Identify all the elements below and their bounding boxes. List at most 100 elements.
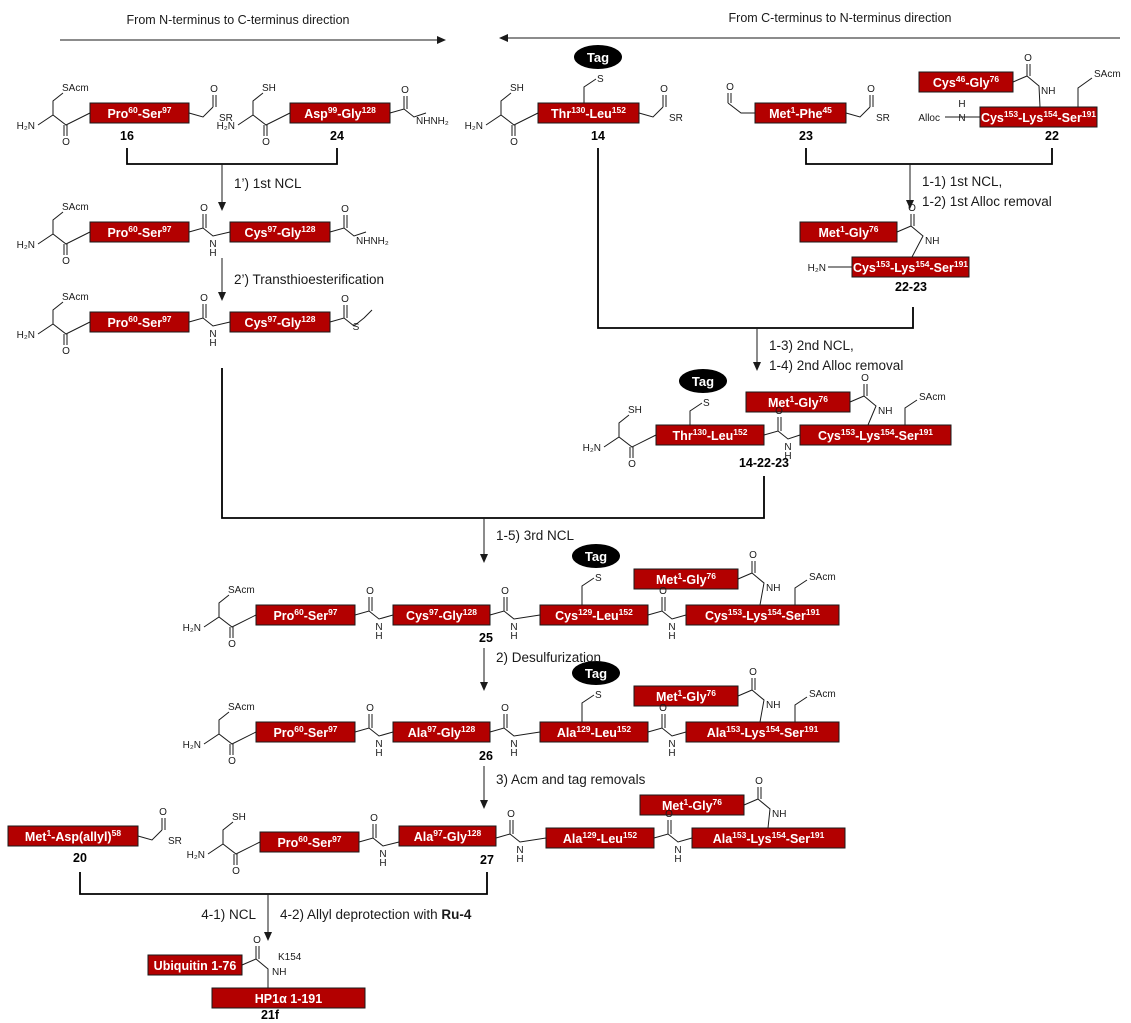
- cmpd22-23-branch-nh-text: NH: [925, 236, 939, 247]
- segment-25-pro-ser-b_n: 97: [328, 607, 338, 617]
- segment-25-pro-ser-b: -Ser: [304, 609, 328, 623]
- cmpd14-22-23-nterm-side-text: SH: [628, 405, 642, 416]
- segment-25-met-gly-a: Met: [656, 573, 678, 587]
- cmpd27-amide-2-bond: [495, 833, 547, 843]
- segment-26-ala-gly-label: Ala97-Gly128: [408, 724, 476, 740]
- cmpd14-22-23-amide-co: [777, 417, 782, 431]
- int-a-hydrazide: [329, 215, 367, 237]
- cmpd27-nterm-amine-text: H₂N: [187, 850, 205, 861]
- segment-21f-ubiquitin-label: Ubiquitin 1-76: [154, 959, 237, 973]
- cmpd16-thioester-o-text: O: [210, 84, 218, 95]
- cmpd26-amide-2-bond: [489, 727, 541, 737]
- cmpd25-amide-1-h-text: H: [375, 631, 382, 642]
- segment-27-ala-leu-b: -Leu: [597, 832, 623, 846]
- int-b-nterm-carbonyl: [63, 334, 68, 345]
- step-4-2-reagent: Ru-4: [441, 907, 471, 922]
- segment-26-pro-ser-b_n: 97: [328, 724, 338, 734]
- cmpd23-o-text: O: [726, 82, 734, 93]
- cmpd25-branch-nh: [751, 572, 765, 606]
- label-21f: 21f: [261, 1008, 280, 1022]
- cmpd27-branch-nh-text: NH: [772, 809, 786, 820]
- segment-27-ala-lys-ser-c: -Ser: [786, 832, 810, 846]
- cmpd16-nterm-sidechain: [52, 92, 64, 115]
- segment-25-cys-gly-b_n: 128: [463, 607, 477, 617]
- cmpd25-nterm-amine-text: H₂N: [183, 623, 201, 634]
- segment-25-pro-ser-a: Pro: [273, 609, 294, 623]
- cmpd14-thioester-co: [662, 95, 667, 107]
- cmpd22-n-text: N: [958, 113, 965, 124]
- cmpd27-amide-3-co: [667, 820, 672, 834]
- segment-26-ala-lys-ser-b_n: 154: [766, 724, 780, 734]
- cmpd27-branch-co: [743, 787, 762, 806]
- segment-14-22-23-cys-lys-ser-b_n: 154: [880, 427, 894, 437]
- cmpd26-amide-3-n-text: N: [668, 739, 675, 750]
- segment-25-cys-leu-b: -Leu: [592, 609, 618, 623]
- segment-27-pro-ser-a: Pro: [277, 836, 298, 850]
- cmpd22-23-branch-nh: [910, 225, 924, 258]
- segment-26-pro-ser-a_n: 60: [294, 724, 304, 734]
- cmpd25-amide-2-bond: [489, 610, 541, 620]
- cmpd25-nterm-backbone: [203, 614, 257, 628]
- cmpd24-hydrazide: [389, 96, 427, 118]
- cmpd16-thioester-sr-text: SR: [219, 113, 233, 124]
- segment-27-pro-ser-b: -Ser: [308, 836, 332, 850]
- int-b-nterm-oxygen-text: O: [62, 346, 70, 357]
- int-a-amide-bond: [188, 227, 231, 237]
- cmpd24-nterm-oxygen-text: O: [262, 137, 270, 148]
- segment-14-22-23-thr-leu: [655, 424, 765, 446]
- cmpd25-amide-1-n-text: N: [375, 622, 382, 633]
- step-1-4: 1-4) 2nd Alloc removal: [769, 358, 903, 373]
- cmpd16-nterm-carbonyl: [63, 125, 68, 136]
- segment-26-met-gly-a_n: 1: [678, 688, 683, 698]
- cmpd14-thioester-bond: [638, 106, 664, 118]
- cmpd27-amide-3-bond: [653, 833, 693, 843]
- segment-22-23-met-gly-b_n: 76: [869, 224, 879, 234]
- cmpd25-amide-1-o-text: O: [366, 586, 374, 597]
- cmpd26-branch-co: [737, 678, 756, 697]
- segment-25-cys-lys-ser-b: -Lys: [742, 609, 767, 623]
- segment-27-ala-gly-label: Ala97-Gly128: [414, 828, 482, 844]
- int-b-amide-h-text: H: [209, 338, 216, 349]
- segment-int-pro-ser-b-b_n: 97: [162, 314, 172, 324]
- segment-27-ala-lys-ser-b_n: 154: [772, 830, 786, 840]
- cmpd22-h-text: H: [958, 99, 965, 110]
- segment-25-cys-gly-a: Cys: [406, 609, 429, 623]
- int-a-amide-h-text: H: [209, 248, 216, 259]
- segment-14-22-23-met-gly: [745, 391, 851, 413]
- cmpd26-nterm-carbonyl: [229, 744, 234, 755]
- cmpd14-22-23-nterm-amine-text: H₂N: [583, 443, 601, 454]
- int-a-amide-o-text: O: [200, 203, 208, 214]
- label-24: 24: [330, 129, 344, 143]
- segment-14-22-23-thr-leu-a: Thr: [673, 429, 693, 443]
- cmpd14-22-23-amide-n-text: N: [784, 442, 791, 453]
- cmpd20-thioester-sr-text: SR: [168, 836, 182, 847]
- segment-14-22-23-thr-leu-b_n: 152: [733, 427, 747, 437]
- cmpd22-alloc-text: Alloc: [918, 113, 940, 124]
- segment-14-22-23-thr-leu-label: Thr130-Leu152: [673, 427, 748, 443]
- segment-21f-hp1a-label: HP1α 1-191: [255, 992, 322, 1006]
- segment-20-met-asp-b_n: 58: [112, 828, 122, 838]
- cmpd23-acetyl: [727, 93, 755, 114]
- cmpd14-tag-link-s-text: S: [597, 74, 604, 85]
- cmpd25-amide-2-h-text: H: [510, 631, 517, 642]
- label-14-22-23: 14-22-23: [739, 456, 789, 470]
- segment-int-cys-gly-a-a: Cys: [245, 226, 268, 240]
- segment-22-23-cys-lys-ser-a_n: 153: [876, 259, 890, 269]
- segment-25-cys-lys-ser-c: -Ser: [782, 609, 806, 623]
- tag-26-label: Tag: [585, 666, 607, 681]
- int-b-amide-co: [202, 304, 207, 318]
- segment-26-pro-ser-b: -Ser: [304, 726, 328, 740]
- segment-22-cys-lys-ser-a: Cys: [981, 111, 1004, 125]
- segment-24-asp-gly-b: -Gly: [337, 107, 361, 121]
- segment-int-pro-ser-a-b_n: 97: [162, 224, 172, 234]
- cmpd25-amide-3-h-text: H: [668, 631, 675, 642]
- segment-int-cys-gly-a-label: Cys97-Gly128: [245, 224, 316, 240]
- cmpd24-nterm-backbone: [237, 112, 291, 126]
- cmpd24-o-text: O: [401, 85, 409, 96]
- segment-26-ala-lys-ser: [685, 721, 840, 743]
- segment-23-met-phe-a_n: 1: [791, 105, 796, 115]
- segment-24-asp-gly-label: Asp99-Gly128: [304, 105, 376, 121]
- segment-27-ala-gly-b: -Gly: [443, 830, 467, 844]
- segment-27-pro-ser-label: Pro60-Ser97: [277, 834, 341, 850]
